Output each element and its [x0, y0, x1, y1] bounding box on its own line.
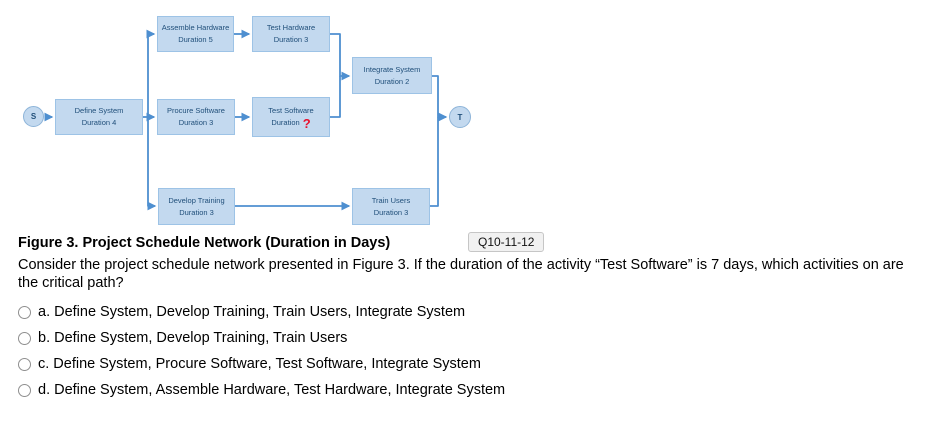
option-letter: d. — [38, 382, 51, 398]
node-duration: Duration 3 — [179, 207, 214, 217]
node-title: Test Software — [268, 105, 314, 115]
start-node-label: S — [30, 112, 37, 121]
node-duration: Duration 3 — [178, 118, 214, 127]
question-id-badge: Q10-11-12 — [468, 232, 545, 252]
connector-lines — [44, 29, 448, 211]
node-integrate-system: Integrate System Duration 2 — [352, 57, 432, 94]
node-duration: Duration 4 — [81, 118, 117, 127]
radio-option-c[interactable] — [18, 357, 31, 371]
option-row-b[interactable]: b. Define System, Develop Training, Trai… — [18, 325, 505, 351]
node-duration: Duration 3 — [273, 35, 309, 44]
figure-caption: Figure 3. Project Schedule Network (Dura… — [18, 235, 391, 251]
node-assemble-hardware: Assemble Hardware Duration 5 — [157, 16, 234, 52]
option-row-c[interactable]: c. Define System, Procure Software, Test… — [18, 351, 505, 377]
radio-option-b[interactable] — [18, 331, 31, 345]
duration-label: Duration — [271, 118, 300, 127]
project-network-diagram: S Define System Duration 4 Assemble Hard… — [0, 0, 500, 232]
node-title: Assemble Hardware — [161, 23, 230, 32]
node-title: Develop Training — [168, 195, 225, 205]
option-text: Define System, Assemble Hardware, Test H… — [54, 382, 506, 398]
end-node-label: T — [457, 112, 463, 122]
question-text: Consider the project schedule network pr… — [18, 257, 904, 291]
node-title: Procure Software — [167, 106, 225, 115]
option-letter: a. — [38, 304, 51, 320]
node-test-software: Test Software Duration ? — [252, 97, 330, 137]
answer-options: a. Define System, Develop Training, Trai… — [18, 299, 505, 403]
start-node: S — [23, 106, 44, 127]
option-row-a[interactable]: a. Define System, Develop Training, Trai… — [18, 299, 505, 325]
node-duration: Duration 2 — [374, 76, 410, 86]
option-row-d[interactable]: d. Define System, Assemble Hardware, Tes… — [18, 377, 505, 403]
node-develop-training: Develop Training Duration 3 — [158, 188, 235, 225]
option-text: Define System, Develop Training, Train U… — [54, 304, 466, 320]
radio-option-a[interactable] — [18, 305, 31, 319]
node-define-system: Define System Duration 4 — [55, 99, 143, 135]
option-text: Define System, Develop Training, Train U… — [54, 330, 348, 346]
option-text: Define System, Procure Software, Test So… — [53, 356, 481, 372]
node-title: Train Users — [371, 195, 411, 205]
node-train-users: Train Users Duration 3 — [352, 188, 430, 225]
unknown-duration-mark: ? — [302, 115, 311, 131]
node-title: Define System — [74, 106, 124, 115]
node-procure-software: Procure Software Duration 3 — [157, 99, 235, 135]
node-title: Test Hardware — [266, 23, 316, 32]
option-letter: b. — [38, 330, 51, 346]
node-duration: Duration 3 — [373, 207, 409, 217]
end-node: T — [449, 106, 471, 128]
node-title: Integrate System — [363, 64, 421, 74]
radio-option-d[interactable] — [18, 383, 31, 397]
node-duration: Duration ? — [271, 117, 310, 130]
option-letter: c. — [38, 356, 50, 372]
node-test-hardware: Test Hardware Duration 3 — [252, 16, 330, 52]
node-duration: Duration 5 — [178, 35, 213, 44]
